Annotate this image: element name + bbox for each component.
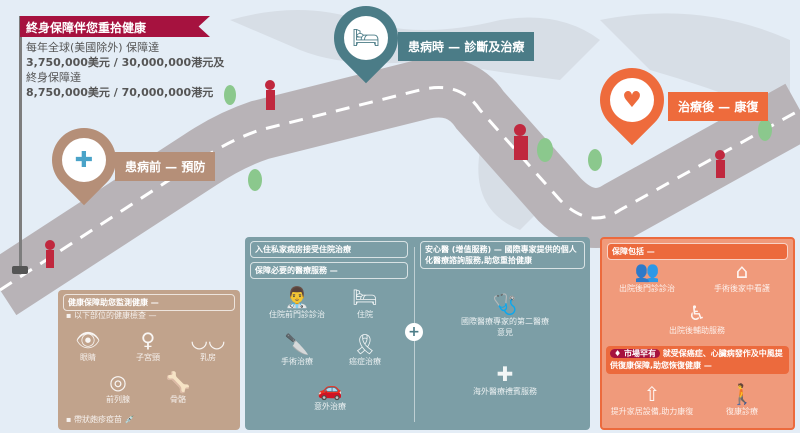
trees [224, 85, 772, 191]
home-nurse-icon: ⌂ [735, 259, 749, 283]
prevention-sub: ▪ 以下部位的健康檢查 — [66, 311, 157, 320]
vaccine-item: ▪ 帶狀皰疹疫苗 💉 [66, 415, 135, 424]
breast-icon: ◡◡ [190, 328, 226, 352]
treatment-panel: 入住私家病房接受住院治療 保障必要的醫療服務 — 👨‍⚕住院前門診診治 🛏住院 … [245, 237, 590, 430]
item-prostate: ◎前列腺 [78, 370, 158, 405]
home-wheelchair-icon: ♿ [688, 301, 706, 325]
road-markings [0, 86, 800, 292]
valueadd-section: 安心醫 (增值服務) — 國際專家提供的個人化醫療諮詢服務,助您重拾健康 🩺國際… [415, 237, 590, 396]
intro-line: 終身保障達 [26, 71, 81, 84]
item-breast: ◡◡乳房 [168, 328, 248, 363]
item-bone: 🦴骨骼 [138, 370, 218, 405]
services-header: 保障必要的醫療服務 — [250, 262, 408, 279]
stage-label-prevention: 患病前 — 預防 [115, 152, 216, 181]
hospital-bed-icon: 🛏 [352, 285, 378, 309]
item-surgery: 🔪手術治療 [257, 332, 337, 367]
rare-badge: ♦ 市場罕有 [610, 349, 660, 358]
item-home-nursing: ⌂手術後家中看護 [702, 259, 782, 294]
global-doctor-icon: 🩺 [492, 292, 518, 316]
plus-icon: + [405, 323, 423, 341]
ribbon-icon: 🎗 [352, 332, 378, 356]
highlight-text: 就受保癌症、心臟病發作及中風提供復康保障,助您恢復健康 — [610, 349, 783, 370]
banner-pole [19, 16, 22, 270]
intro-line: 每年全球(美國除外) 保障達 [26, 41, 160, 54]
intro-line: 3,750,000美元 / 30,000,000港元及 [26, 56, 225, 69]
intro-line: 8,750,000美元 / 70,000,000港元 [26, 86, 214, 99]
hospital-header: 入住私家病房接受住院治療 [250, 241, 408, 258]
item-post-outpatient: 👥出院後門診診治 [607, 259, 687, 294]
item-support: ♿出院後輔助服務 [657, 301, 737, 336]
care-icon: ♥ [610, 78, 654, 122]
medical-kit-icon: ✚ [496, 362, 514, 386]
item-rehab: 🚶復康診療 [702, 382, 782, 417]
banner-pole-base [12, 266, 28, 274]
rehab-walker-icon: 🚶 [729, 382, 755, 406]
prevention-panel: 健康保障助您監測健康 — ▪ 以下部位的健康檢查 — 👁眼睛 ♀子宮頸 ◡◡乳房… [58, 290, 240, 430]
item-hospitalisation: 🛏住院 [325, 285, 405, 320]
item-second-opinion: 🩺國際醫療專家的第二醫療意見 [461, 292, 549, 337]
prevention-header: 健康保障助您監測健康 — [63, 294, 235, 311]
doctor-icon: 👨‍⚕ [284, 285, 310, 309]
eye-icon: 👁 [75, 328, 101, 352]
item-accident: 🚗意外治療 [290, 377, 370, 412]
doctor-patient-icon: 👥 [634, 259, 660, 283]
hospital-section: 入住私家病房接受住院治療 保障必要的醫療服務 — 👨‍⚕住院前門診診治 🛏住院 … [245, 237, 413, 430]
car-crash-icon: 🚗 [317, 377, 343, 401]
uterus-icon: ♀ [140, 328, 156, 352]
shield-icon: ✚ [62, 138, 106, 182]
item-concierge: ✚海外醫療禮賓服務 [460, 362, 550, 397]
valueadd-header: 安心醫 (增值服務) — 國際專家提供的個人化醫療諮詢服務,助您重拾健康 [420, 241, 585, 269]
home-upgrade-icon: ⇧ [643, 382, 661, 406]
people-figures [45, 80, 725, 268]
diamond-icon: ♦ [614, 349, 622, 358]
highlight-box: ♦ 市場罕有 就受保癌症、心臟病發作及中風提供復康保障,助您恢復健康 — [606, 346, 789, 374]
bone-icon: 🦴 [165, 370, 191, 394]
intro-title: 終身保障伴您重拾健康 [20, 16, 210, 37]
stage-label-treatment: 患病時 — 診斷及治療 [398, 32, 535, 61]
recovery-header: 保障包括 — [607, 243, 788, 260]
hospital-bed-icon: 🛏 [344, 16, 388, 60]
prostate-icon: ◎ [109, 370, 127, 394]
syringe-icon: 💉 [124, 415, 135, 424]
stage-label-recovery: 治療後 — 康復 [668, 92, 769, 121]
recovery-panel: 保障包括 — 👥出院後門診診治 ⌂手術後家中看護 ♿出院後輔助服務 ♦ 市場罕有… [600, 237, 795, 430]
item-cervix: ♀子宮頸 [108, 328, 188, 363]
scalpel-icon: 🔪 [284, 332, 310, 356]
item-home-upgrade: ⇧提升家居設備,助力康復 [607, 382, 697, 417]
intro-text: 每年全球(美國除外) 保障達 3,750,000美元 / 30,000,000港… [26, 40, 224, 100]
item-pre-admission: 👨‍⚕住院前門診診治 [257, 285, 337, 320]
item-eye: 👁眼睛 [48, 328, 128, 363]
item-cancer: 🎗癌症治療 [325, 332, 405, 367]
